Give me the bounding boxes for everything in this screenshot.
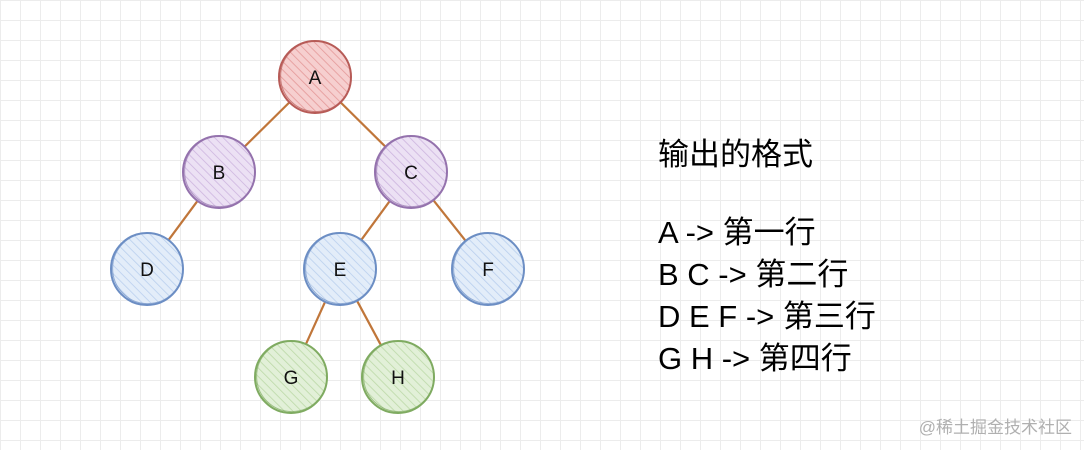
node-outline-C [376, 135, 448, 208]
node-outline-H [363, 340, 435, 413]
caption-line-1: A -> 第一行 [658, 215, 816, 250]
edge-A-C [336, 98, 390, 151]
node-E: E [303, 232, 377, 306]
nodes-layer: A B C D E F G H [110, 40, 525, 414]
node-label-D: D [140, 260, 154, 281]
output-format-caption: 输出的格式 A -> 第一行 B C -> 第二行 D E F -> 第三行 G… [658, 134, 876, 380]
watermark: @稀土掘金技术社区 [918, 418, 1072, 437]
node-label-C: C [404, 163, 418, 184]
node-label-F: F [482, 260, 494, 281]
edge-C-E [357, 196, 394, 245]
node-outline-F [453, 232, 525, 305]
caption-heading: 输出的格式 [658, 137, 813, 172]
caption-line-3: D E F -> 第三行 [658, 299, 876, 334]
edge-C-F [429, 196, 470, 245]
node-B: B [182, 135, 256, 209]
caption-line-2: B C -> 第二行 [658, 257, 849, 292]
node-D: D [110, 232, 184, 306]
caption-line-4: G H -> 第四行 [658, 341, 852, 376]
node-label-H: H [391, 368, 405, 389]
node-outline-E [305, 232, 377, 305]
node-H: H [361, 340, 435, 414]
node-outline-A [280, 40, 352, 113]
node-G: G [254, 340, 328, 414]
node-F: F [451, 232, 525, 306]
node-C: C [374, 135, 448, 209]
edge-A-B [240, 98, 294, 151]
edge-B-D [165, 196, 201, 245]
node-outline-G [256, 340, 328, 413]
node-outline-B [184, 135, 256, 208]
node-label-B: B [213, 163, 226, 184]
edge-E-G [303, 297, 328, 349]
node-label-G: G [284, 368, 299, 389]
edges-layer [165, 98, 470, 350]
node-outline-D [112, 232, 184, 305]
node-label-A: A [309, 68, 322, 89]
node-A: A [278, 40, 352, 114]
edge-E-H [354, 296, 384, 350]
node-label-E: E [334, 260, 347, 281]
